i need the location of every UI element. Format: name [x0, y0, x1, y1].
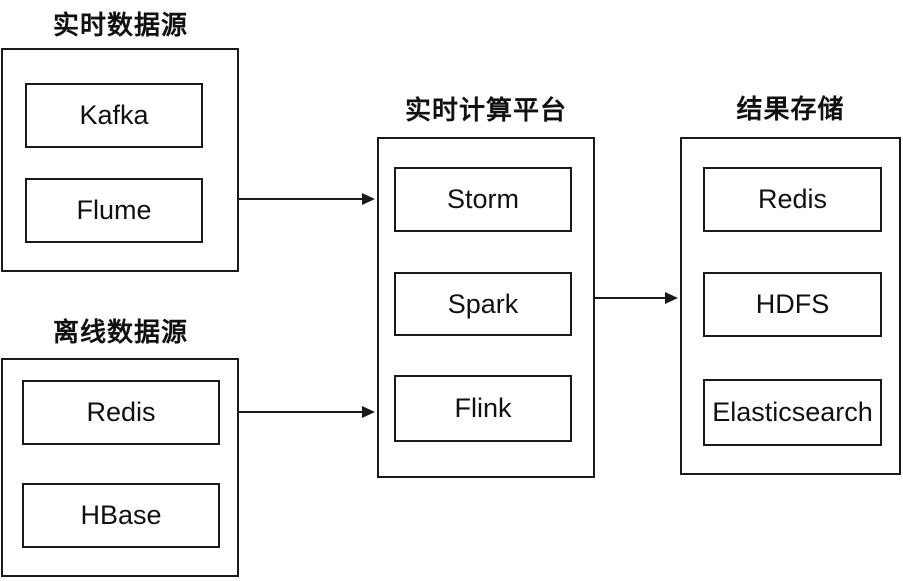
node-storm: Storm — [394, 167, 572, 232]
arrow-shaft — [239, 198, 364, 200]
node-flink: Flink — [394, 375, 572, 442]
arrow-realtime-sources-to-compute — [239, 193, 375, 205]
node-redis-storage: Redis — [703, 167, 882, 232]
node-redis-source: Redis — [22, 380, 220, 445]
arrow-offline-sources-to-compute — [239, 406, 375, 418]
arrow-shaft — [239, 411, 364, 413]
node-elasticsearch: Elasticsearch — [703, 379, 882, 446]
group-title-offline-sources: 离线数据源 — [52, 317, 188, 347]
group-title-compute-platform: 实时计算平台 — [404, 95, 567, 125]
node-flume: Flume — [25, 178, 203, 243]
arrow-shaft — [595, 297, 667, 299]
node-hbase: HBase — [22, 483, 220, 548]
arrowhead-right-icon — [362, 406, 375, 418]
arrow-compute-to-storage — [595, 292, 678, 304]
node-hdfs: HDFS — [703, 272, 882, 337]
node-spark: Spark — [394, 272, 572, 336]
group-title-realtime-sources: 实时数据源 — [52, 10, 188, 40]
arrowhead-right-icon — [362, 193, 375, 205]
group-title-result-storage: 结果存储 — [736, 94, 845, 124]
node-kafka: Kafka — [25, 83, 203, 148]
arrowhead-right-icon — [665, 292, 678, 304]
